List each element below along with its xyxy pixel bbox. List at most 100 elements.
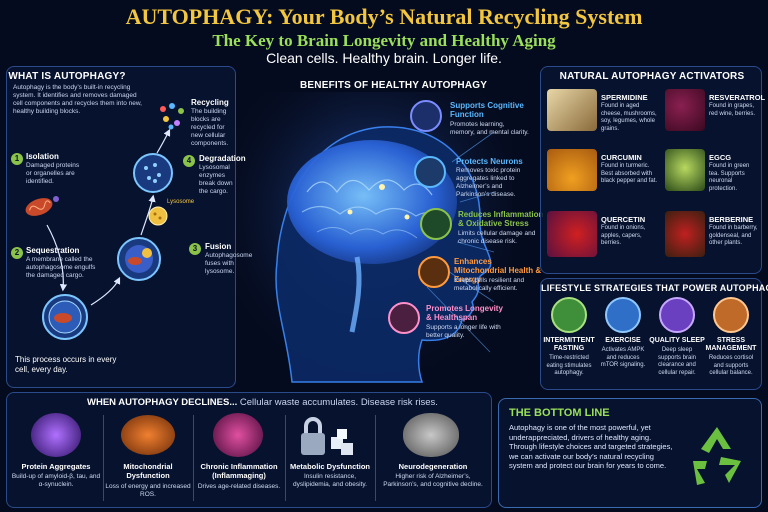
decline-neuro-desc: Higher risk of Alzheimer’s, Parkinson’s,…	[383, 473, 483, 488]
protein-aggregates-image	[31, 413, 81, 457]
activator-resveratrol-desc: Found in grapes, red wine, berries.	[709, 103, 756, 117]
activator-berberine-name: BERBERINE	[709, 215, 754, 224]
decline-inflammation-desc: Drives age-related diseases.	[197, 483, 281, 490]
meditation-icon	[713, 297, 749, 333]
activator-egcg-name: EGCG	[709, 153, 732, 162]
what-intro: Autophagy is the body’s built-in recycli…	[13, 84, 142, 115]
step-1-desc: Damaged proteins or organelles are ident…	[26, 162, 80, 185]
step-3-desc: Autophagosome fuses with lysosome.	[205, 252, 253, 275]
decline-protein-name: Protein Aggregates	[21, 462, 91, 471]
lysosome-label: Lysosome	[167, 199, 195, 205]
activator-quercetin-desc: Found in onions, apples, capers, berries…	[601, 225, 646, 246]
page-subtitle: The Key to Brain Longevity and Healthy A…	[212, 31, 556, 50]
degenerated-brain-image	[403, 413, 459, 457]
divider	[193, 415, 194, 501]
activators-title: NATURAL AUTOPHAGY ACTIVATORS	[559, 71, 745, 82]
recycling-title: Recycling	[191, 98, 229, 107]
step-4-title: Degradation	[199, 154, 246, 163]
shield-icon	[420, 208, 452, 240]
onions-apples-image	[547, 211, 597, 257]
lifestyle-title: LIFESTYLE STRATEGIES THAT POWER AUTOPHAG…	[541, 283, 768, 293]
mitochondria-image	[121, 415, 175, 455]
runner-icon	[605, 297, 641, 333]
turmeric-image	[547, 149, 597, 191]
decline-neuro-name: Neurodegeneration	[398, 462, 468, 471]
decline-metabolic-name: Metabolic Dysfunction	[289, 462, 370, 471]
activator-resveratrol-name: RESVERATROL	[709, 93, 766, 102]
page-tagline: Clean cells. Healthy brain. Longer life.	[266, 50, 502, 66]
lifestyle-stress-desc: Reduces cortisol and supports cellular b…	[708, 355, 754, 376]
activator-spermidine-desc: Found in aged cheese, mushrooms, soy, le…	[601, 103, 657, 132]
benefit-3-title: Reduces Inflammation & Oxidative Stress	[458, 210, 544, 228]
lifestyle-exercise-name: EXERCISE	[605, 337, 641, 344]
benefit-1-desc: Promotes learning, memory, and mental cl…	[450, 121, 529, 136]
lifestyle-panel: LIFESTYLE STRATEGIES THAT POWER AUTOPHAG…	[540, 278, 768, 390]
declines-heading: WHEN AUTOPHAGY DECLINES... Cellular wast…	[87, 397, 438, 408]
activator-curcumin-desc: Found in turmeric. Best absorbed with bl…	[601, 163, 658, 184]
benefit-4-desc: Keeps cells resilient and metabolically …	[454, 277, 525, 292]
brain-head-illustration	[232, 92, 512, 392]
clock-plate-icon	[551, 297, 587, 333]
person-icon	[388, 302, 420, 334]
lysosome-icon	[148, 206, 168, 226]
step-4-number: 4	[183, 155, 195, 167]
bottom-line-text: Autophagy is one of the most powerful, y…	[509, 423, 673, 470]
activator-quercetin-name: QUERCETIN	[601, 215, 646, 224]
step-2-number: 2	[11, 247, 23, 259]
lifestyle-sleep-desc: Deep sleep supports brain clearance and …	[657, 347, 697, 376]
recycled-building-blocks-icon	[160, 103, 184, 130]
spermidine-foods-image	[547, 89, 597, 131]
recycle-icon	[693, 427, 741, 485]
step-4-desc: Lysosomal enzymes break down the cargo.	[199, 164, 233, 195]
barberry-image	[665, 211, 705, 257]
lifestyle-fasting-name: INTERMITTENT FASTING	[543, 337, 595, 352]
bottom-line-panel: THE BOTTOM LINE Autophagy is one of the …	[498, 398, 762, 508]
declines-panel: WHEN AUTOPHAGY DECLINES... Cellular wast…	[6, 392, 492, 508]
lifestyle-exercise-desc: Activates AMPK and reduces mTOR signalin…	[600, 347, 646, 368]
decline-protein-desc: Build-up of amyloid-β, tau, and α-synucl…	[11, 473, 101, 488]
grapes-image	[665, 89, 705, 131]
lifestyle-stress-name: STRESS MANAGEMENT	[705, 337, 757, 352]
lifestyle-fasting-desc: Time-restricted eating stimulates autoph…	[546, 355, 592, 376]
moon-icon	[659, 297, 695, 333]
mitochondria-icon	[418, 256, 450, 288]
benefit-3-desc: Limits cellular damage and chronic disea…	[458, 230, 536, 245]
declines-title: WHEN AUTOPHAGY DECLINES...	[87, 397, 238, 408]
benefit-1-title: Supports Cognitive Function	[450, 101, 524, 119]
benefit-4-title: Enhances Mitochondrial Health & Energy	[454, 257, 542, 284]
activators-panel: NATURAL AUTOPHAGY ACTIVATORS SPERMIDINE …	[540, 66, 766, 274]
activator-curcumin-name: CURCUMIN	[601, 153, 642, 162]
brain-icon	[410, 100, 442, 132]
what-title: WHAT IS AUTOPHAGY?	[8, 71, 126, 82]
lifestyle-sleep-name: QUALITY SLEEP	[649, 337, 705, 344]
page-title: AUTOPHAGY: Your Body’s Natural Recycling…	[125, 4, 643, 29]
benefit-2-title: Protects Neurons	[456, 157, 523, 166]
what-is-autophagy-panel: WHAT IS AUTOPHAGY? Autophagy is the body…	[6, 66, 253, 388]
step-3-title: Fusion	[205, 242, 232, 251]
activator-berberine-desc: Found in barberry, goldenseal, and other…	[709, 225, 758, 246]
degradation-vesicle-icon	[133, 153, 173, 193]
declines-subtitle: Cellular waste accumulates. Disease risk…	[239, 397, 438, 408]
benefits-title: BENEFITS OF HEALTHY AUTOPHAGY	[300, 80, 488, 91]
decline-mito-desc: Loss of energy and increased ROS.	[105, 483, 191, 498]
bottom-line-title: THE BOTTOM LINE	[509, 407, 610, 419]
step-2-title: Sequestration	[26, 246, 80, 255]
activator-spermidine-name: SPERMIDINE	[601, 93, 648, 102]
divider	[375, 415, 376, 501]
autophagosome-icon	[42, 294, 88, 340]
decline-metabolic-desc: Insulin resistance, dyslipidemia, and ob…	[293, 473, 367, 488]
what-footer: This process occurs in every cell, every…	[15, 355, 117, 374]
divider	[285, 415, 286, 501]
step-1-title: Isolation	[26, 152, 59, 161]
divider	[103, 415, 104, 501]
decline-inflammation-name: Chronic Inflammation (Inflammaging)	[200, 462, 278, 480]
damaged-mitochondria-icon	[25, 196, 59, 216]
benefit-5-title: Promotes Longevity & Healthspan	[426, 304, 503, 322]
activator-egcg-desc: Found in green tea. Supports neuronal pr…	[709, 163, 750, 192]
neuron-icon	[414, 156, 446, 188]
fusion-vesicle-icon	[117, 237, 161, 281]
benefit-5-desc: Supports a longer life with better quali…	[426, 324, 501, 339]
recycling-desc: The building blocks are recycled for new…	[191, 108, 229, 147]
green-tea-image	[665, 149, 705, 191]
decline-mito-name: Mitochondrial Dysfunction	[123, 462, 173, 480]
